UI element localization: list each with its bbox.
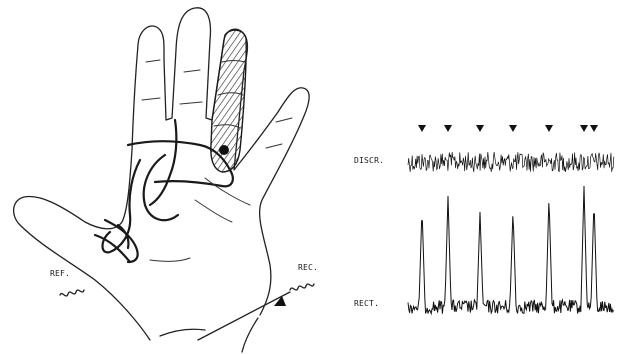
- discr-label: DISCR.: [354, 156, 384, 165]
- rec-electrode-needle: [198, 292, 290, 340]
- palm-crease: [195, 200, 232, 222]
- hand-drawing: REF. REC.: [14, 8, 318, 352]
- finger-crease: [142, 98, 160, 100]
- palm-crease: [205, 178, 250, 205]
- stimulus-marker: [509, 125, 517, 132]
- finger-crease: [266, 144, 282, 148]
- finger-crease: [184, 70, 200, 72]
- stimulus-marker: [590, 125, 598, 132]
- stimulus-marker: [580, 125, 588, 132]
- rect-label: RECT.: [354, 299, 379, 308]
- stimulus-marker: [444, 125, 452, 132]
- hand-outline: [14, 8, 310, 340]
- discriminated-trace: [408, 152, 614, 172]
- recording-traces: DISCR. RECT.: [354, 125, 614, 314]
- rec-label: REC.: [298, 263, 318, 272]
- wrist-line-right: [242, 318, 258, 352]
- stimulus-marker: [476, 125, 484, 132]
- ref-electrode-wire: [60, 290, 84, 296]
- finger-crease: [146, 60, 160, 62]
- palm-territory-outline: [150, 120, 176, 205]
- stimulus-marker: [418, 125, 426, 132]
- receptive-field-dot: [219, 145, 229, 155]
- rec-electrode-wire: [290, 284, 314, 290]
- finger-crease: [180, 102, 202, 104]
- ref-label: REF.: [50, 269, 70, 278]
- finger-crease: [276, 118, 292, 122]
- rectified-trace: [408, 186, 614, 314]
- palm-crease: [150, 258, 190, 261]
- stimulus-marker: [545, 125, 553, 132]
- stimulus-markers: [418, 125, 598, 132]
- palm-territory-outline: [103, 160, 141, 252]
- wrist-line: [160, 329, 205, 336]
